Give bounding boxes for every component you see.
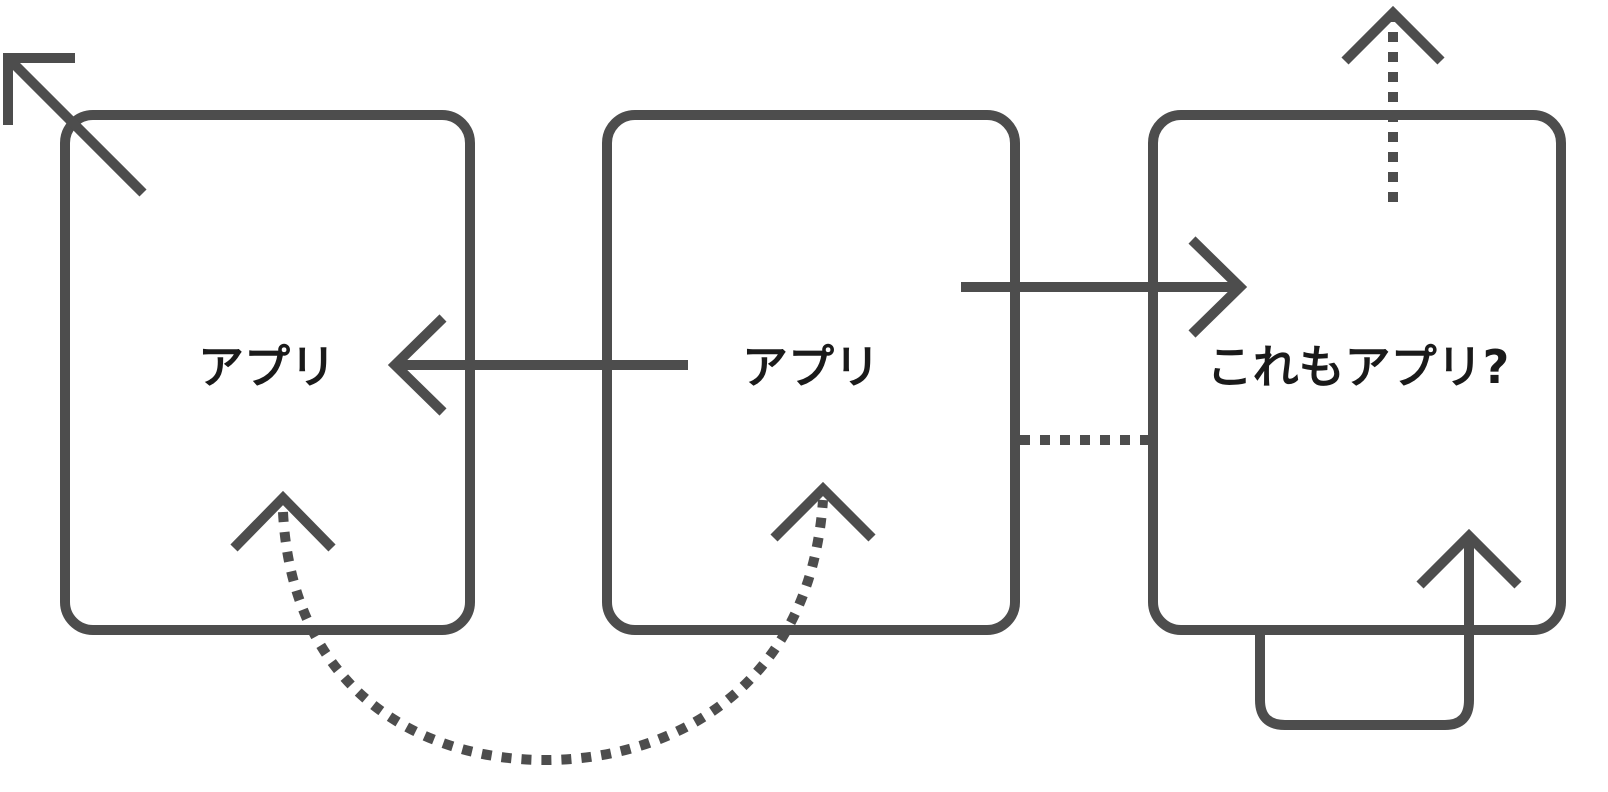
app-label-right: これもアプリ?	[1207, 340, 1510, 394]
arrow-left-box-outward	[3, 53, 147, 197]
app-box-right	[1148, 110, 1566, 635]
dotted-curve-left-middle	[230, 481, 876, 766]
app-label-middle: アプリ	[742, 340, 880, 394]
arrow-middle-to-right	[961, 236, 1248, 338]
app-box-middle	[602, 110, 1020, 635]
app-box-left	[60, 110, 475, 635]
arrow-middle-to-left	[387, 314, 688, 416]
dotted-arrow-right-box-outward	[1341, 5, 1445, 202]
self-loop-arrow-right-box	[1255, 528, 1522, 730]
app-label-left: アプリ	[198, 340, 336, 394]
